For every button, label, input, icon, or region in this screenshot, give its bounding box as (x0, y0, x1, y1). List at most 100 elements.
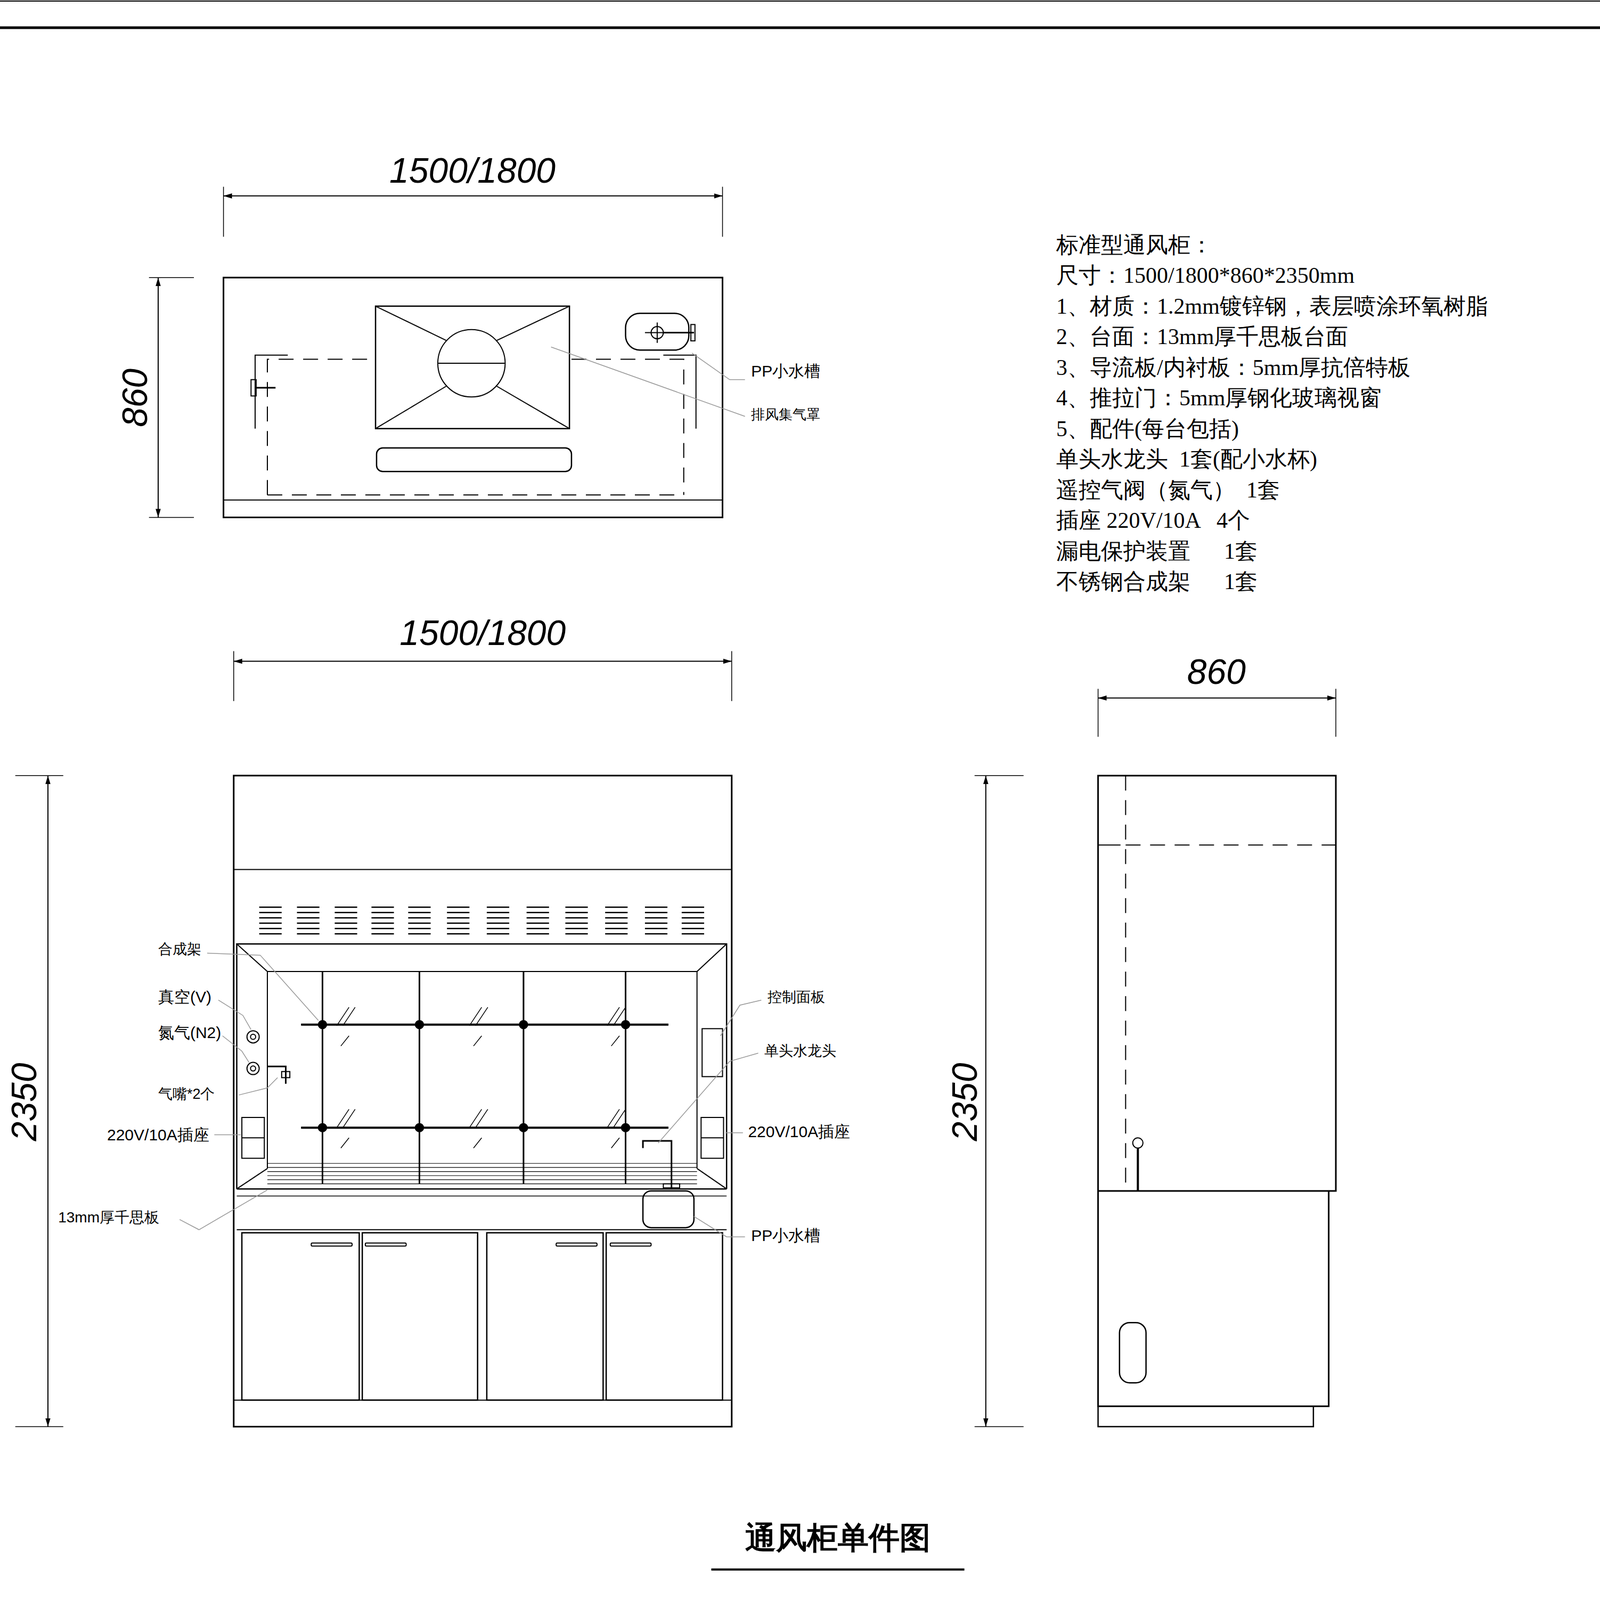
vent-slot (371, 911, 394, 914)
vent-slot (565, 917, 588, 919)
vent-slot (259, 927, 282, 930)
vent-slot (645, 927, 668, 930)
glass-hatch (473, 1137, 482, 1148)
glass-hatch (613, 1007, 626, 1026)
leader-line (691, 353, 746, 380)
vent-slot (645, 906, 668, 909)
cabinet-door (486, 1233, 603, 1401)
inner-liner (267, 971, 698, 1169)
plan-outline (223, 277, 723, 518)
faucet (1136, 1148, 1139, 1191)
vent-slot (259, 917, 282, 919)
lattice-upright (321, 971, 324, 1185)
part-label: 13mm厚千思板 (58, 1210, 160, 1226)
gas-nozzle (267, 1066, 286, 1084)
glass-hatch (343, 1007, 356, 1026)
vent-slot (681, 906, 705, 909)
vent-slot (297, 933, 320, 935)
dimension-line (47, 775, 49, 1427)
spec-note: 单头水龙头 1套(配小水杯) (1056, 447, 1318, 471)
leader-line (214, 1134, 241, 1136)
vent-slot (371, 922, 394, 925)
exhaust-port (437, 329, 505, 397)
vent-slot (259, 911, 282, 914)
vent-slot (407, 933, 431, 935)
part-label: 220V/10A插座 (747, 1123, 851, 1140)
extension-line (974, 774, 1024, 777)
vent-slot (605, 933, 628, 935)
vent-slot (565, 927, 588, 930)
vent-slot (681, 927, 705, 930)
spec-note: 漏电保护装置 1套 (1056, 540, 1258, 563)
sash-frame (237, 943, 728, 1189)
vent-slot (371, 933, 394, 935)
vent-slot (334, 933, 357, 935)
vent-slot (605, 911, 628, 914)
vent-slot (526, 917, 550, 919)
sheet-border (0, 0, 1600, 2)
vent-slot (407, 917, 431, 919)
socket (241, 1137, 265, 1139)
cabinet-door (362, 1233, 478, 1401)
vent-slot (681, 911, 705, 914)
vent-slot (334, 906, 357, 909)
extension-line (149, 517, 194, 519)
extension-line (722, 186, 724, 238)
sheet-border (0, 26, 1600, 30)
lattice-clamp (519, 1020, 528, 1029)
leader-line (551, 346, 746, 416)
vent-slot (526, 933, 550, 935)
lattice-upright (418, 971, 421, 1185)
gas-knob (247, 1062, 260, 1075)
liner-dashed (267, 358, 373, 495)
title-underline (711, 1568, 965, 1571)
vent-slot (297, 911, 320, 914)
liner-dashed (571, 358, 684, 495)
socket (700, 1117, 724, 1159)
glass-hatch (469, 1109, 482, 1128)
vent-slot (334, 922, 357, 925)
side-liner-edge (1098, 844, 1121, 846)
liner-edge (255, 355, 288, 429)
air-slot (376, 447, 572, 472)
lattice-clamp (415, 1123, 424, 1132)
lattice-clamp (415, 1020, 424, 1029)
leader-line (720, 1000, 762, 1036)
vent-slot (486, 911, 510, 914)
extension-line (731, 650, 733, 701)
dimension-text: 1500/1800 (389, 152, 556, 189)
front-edge (223, 499, 723, 501)
lattice-upright (522, 971, 525, 1185)
vent-slot (446, 917, 470, 919)
vent-slot (645, 917, 668, 919)
leader-line (207, 953, 319, 1021)
glass-hatch (607, 1109, 620, 1128)
vent-slot (371, 917, 394, 919)
vent-slot (605, 927, 628, 930)
dimension-line (1098, 697, 1336, 699)
vent-slot (297, 927, 320, 930)
vent-slot (605, 906, 628, 909)
spec-note: 1、材质：1.2mm镀锌钢，表层喷涂环氧树脂 (1056, 295, 1489, 318)
glass-hatch (611, 1035, 620, 1047)
exhaust-hood (375, 306, 570, 429)
gas-knob (250, 1065, 256, 1072)
vent-slot (565, 933, 588, 935)
extension-line (974, 1426, 1024, 1428)
dimension-line (157, 277, 159, 518)
frame-corner (697, 943, 728, 972)
vent-slot (681, 933, 705, 935)
lattice-clamp (318, 1020, 327, 1029)
lattice-clamp (519, 1123, 528, 1132)
dimension-line (223, 195, 723, 197)
leader-line (222, 1035, 250, 1063)
vent-slot (407, 927, 431, 930)
glass-hatch (611, 1137, 620, 1148)
vent-slot (486, 922, 510, 925)
door-handle (610, 1243, 652, 1247)
vent-slot (446, 927, 470, 930)
vent-slot (526, 911, 550, 914)
airfoil-band (267, 1183, 698, 1185)
